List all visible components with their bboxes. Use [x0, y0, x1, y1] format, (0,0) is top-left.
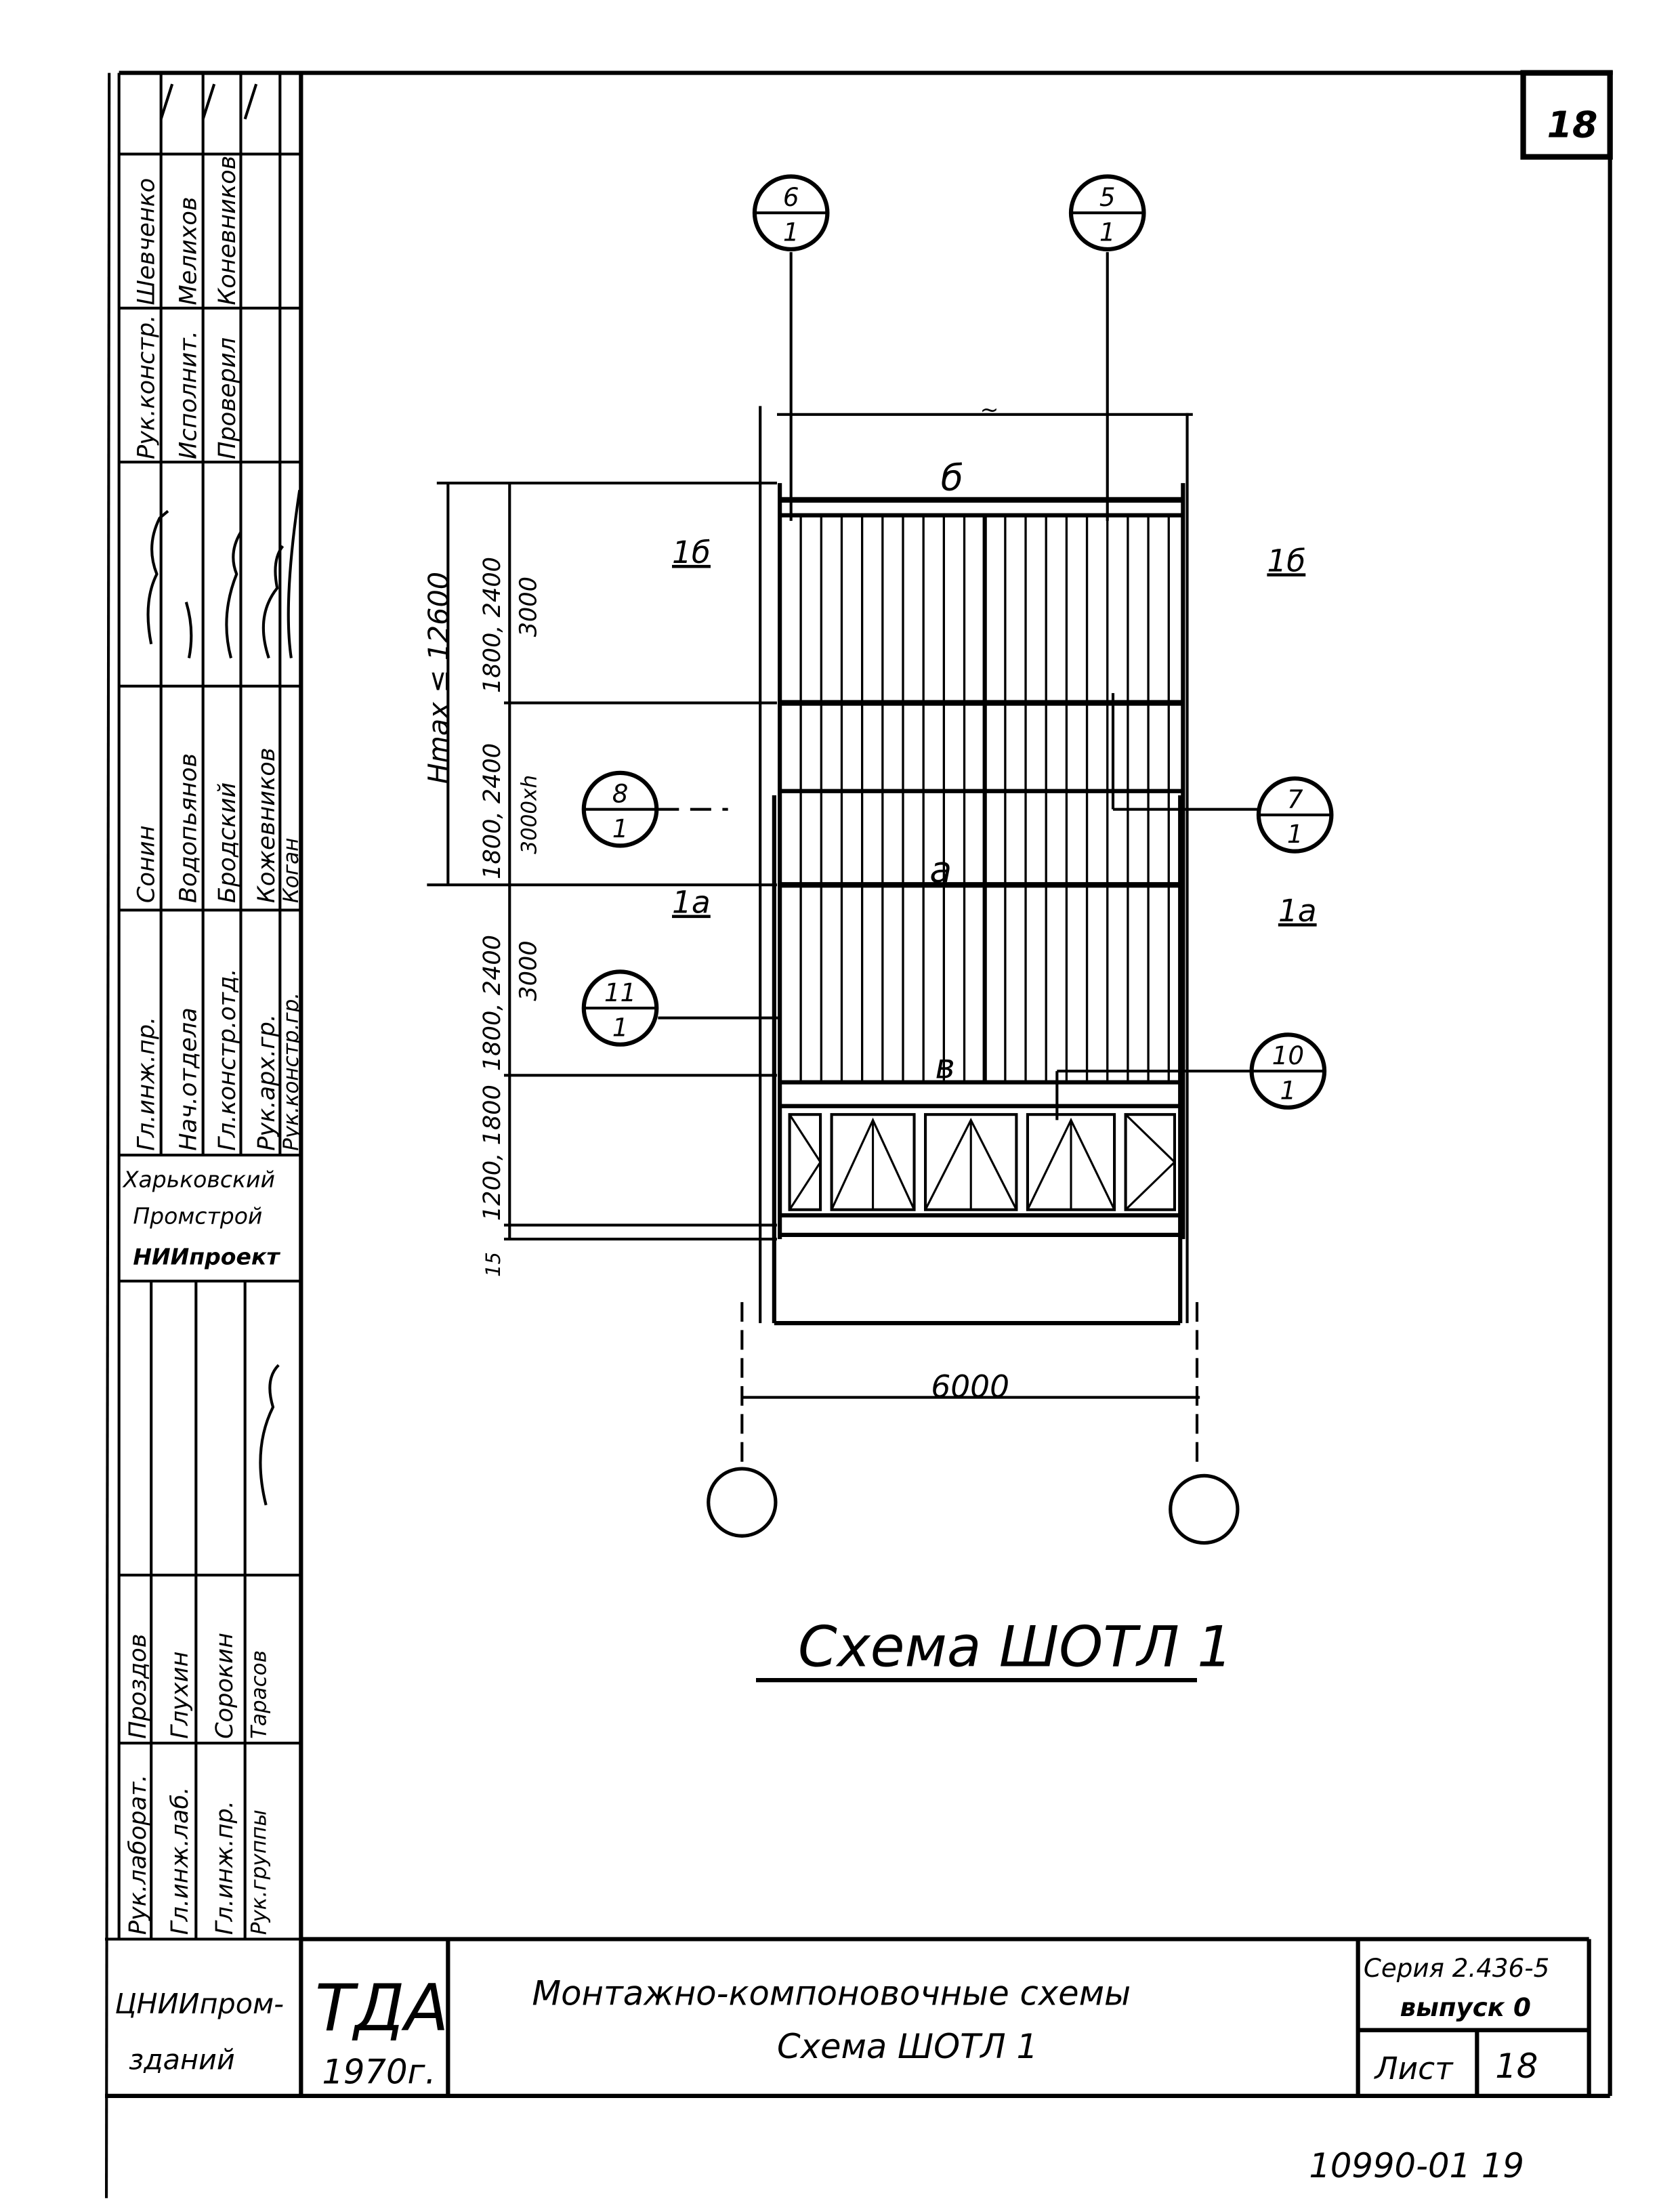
- corner-sheet-number: 18: [1520, 70, 1613, 160]
- dim-tier1b: 3000: [515, 577, 543, 637]
- sheet-frame: [105, 70, 1613, 2198]
- title-block: ТДА 1970г. Монтажно-компоновочные схемы …: [301, 1937, 1591, 2185]
- marker-number: 11: [604, 978, 636, 1007]
- section-marker: 51: [1068, 174, 1146, 252]
- scheme-title: Схема ШОТЛ 1: [798, 1614, 1233, 1679]
- sheet-number: 18: [1495, 2047, 1538, 2086]
- year-text: 1970г.: [322, 2052, 436, 2091]
- dim-tier4: 1200, 1800: [478, 1085, 506, 1221]
- window-bay: [924, 1113, 1018, 1211]
- marker-sheet: 1: [612, 814, 629, 843]
- dim-width: 6000: [931, 1369, 1009, 1405]
- dim-tick: ~: [980, 396, 999, 423]
- role-text: Проверил: [213, 337, 241, 459]
- dim-hmax: Hmax ≤ 12600: [422, 572, 455, 784]
- axis-bubble-left: [707, 1467, 778, 1538]
- shotl-scheme: 6000 Hma: [422, 174, 1334, 1683]
- marker-number: 5: [1099, 182, 1116, 212]
- role-text: Рук.арх.гр.: [253, 1014, 280, 1151]
- role-text: Исполнит.: [174, 331, 202, 459]
- section-marker: 101: [1249, 1032, 1327, 1110]
- role-text: Гл.инж.пр.: [211, 1801, 238, 1935]
- org-text: ЦНИИпром-: [114, 1988, 284, 2020]
- series-text: Серия 2.436-5: [1364, 1953, 1549, 1983]
- left-strip-text: Рук.констр. Исполнит. Проверил Шевченко …: [114, 156, 303, 2076]
- dim-tier3b: 3000: [515, 940, 543, 1001]
- marker-number: 6: [783, 182, 799, 212]
- window-bay: [1124, 1113, 1177, 1211]
- role-text: Гл.инж.пр.: [132, 1017, 160, 1151]
- window-bays: [788, 1113, 1177, 1211]
- window-bay: [1026, 1113, 1116, 1211]
- section-marker: 71: [1256, 776, 1334, 854]
- org-text: зданий: [129, 2044, 235, 2076]
- name-text: Сонин: [132, 825, 160, 903]
- issue-text: выпуск 0: [1400, 1992, 1531, 2022]
- name-text: Кожевников: [253, 748, 280, 904]
- section-marker: 111: [581, 969, 659, 1047]
- org-text: НИИпроект: [133, 1243, 280, 1270]
- dim-tier2: 1800, 2400: [478, 743, 506, 879]
- name-text: Сорокин: [211, 1633, 238, 1739]
- window-bay: [788, 1113, 822, 1211]
- dim-tier1: 1800, 2400: [478, 557, 506, 693]
- name-text: Тарасов: [247, 1650, 272, 1739]
- role-text: Гл.констр.отд.: [213, 968, 241, 1151]
- dim-tier3: 1800, 2400: [478, 935, 506, 1071]
- left-title-strip: [105, 72, 301, 1941]
- panel-label-bottom: в: [936, 1047, 955, 1086]
- section-marker: 81: [581, 770, 659, 848]
- section-marker: 61: [752, 174, 830, 252]
- role-text: Нач.отдела: [174, 1007, 202, 1151]
- panel-label-mid: а: [929, 848, 952, 891]
- role-text: Рук.лаборат.: [124, 1774, 152, 1935]
- org-text: Харьковский: [122, 1167, 275, 1193]
- sheet-label: Лист: [1373, 2051, 1454, 2087]
- name-text: Бродский: [213, 782, 241, 903]
- name-text: Глухин: [166, 1652, 194, 1739]
- signatures: [146, 83, 301, 1506]
- org-text: Промстрой: [133, 1202, 262, 1229]
- corner-number: 18: [1547, 104, 1598, 146]
- marker-number: 7: [1287, 784, 1303, 814]
- vertical-slats: [799, 515, 1170, 1083]
- role-text: Рук.группы: [247, 1809, 272, 1935]
- title-line-1: Монтажно-компоновочные схемы: [532, 1974, 1131, 2013]
- axis-bubble-right: [1169, 1473, 1240, 1545]
- dim-tier2b: 3000хh: [518, 775, 542, 854]
- zone-label: 1б: [672, 534, 711, 570]
- panel-label-top: б: [941, 456, 963, 499]
- name-text: Проздов: [124, 1634, 152, 1739]
- marker-sheet: 1: [1287, 819, 1303, 849]
- name-text: Коневников: [213, 156, 241, 306]
- name-text: Водопьянов: [174, 753, 202, 903]
- window-bay: [830, 1113, 916, 1211]
- zone-label: 1б: [1267, 543, 1305, 579]
- name-text: Мелихов: [174, 196, 202, 305]
- title-line-2: Схема ШОТЛ 1: [777, 2027, 1038, 2066]
- dim-base: 15: [482, 1252, 505, 1277]
- marker-number: 8: [612, 778, 629, 808]
- role-text: Рук.констр.гр.: [279, 992, 303, 1151]
- code-text: ТДА: [315, 1971, 448, 2046]
- archive-number: 10990-01 19: [1309, 2146, 1524, 2185]
- marker-sheet: 1: [1280, 1075, 1296, 1105]
- zone-label: 1а: [672, 885, 711, 921]
- marker-sheet: 1: [612, 1012, 629, 1042]
- name-text: Шевченко: [132, 178, 160, 306]
- role-text: Рук.констр.: [132, 315, 160, 459]
- marker-number: 10: [1272, 1041, 1304, 1070]
- name-text: Коган: [279, 838, 303, 904]
- marker-sheet: 1: [1099, 217, 1116, 247]
- role-text: Гл.инж.лаб.: [166, 1787, 194, 1935]
- zone-label: 1а: [1278, 893, 1317, 929]
- marker-sheet: 1: [783, 217, 799, 247]
